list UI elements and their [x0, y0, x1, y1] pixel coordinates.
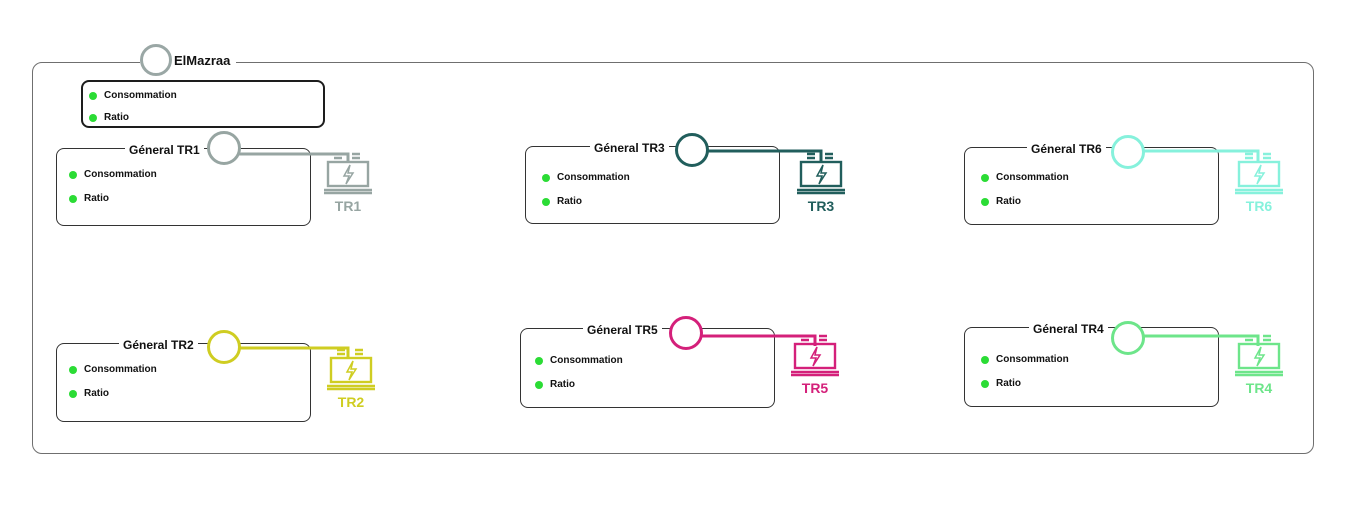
card-item-ratio[interactable]: Ratio — [981, 196, 1021, 207]
transformer-icon[interactable]: TR3 — [795, 148, 847, 228]
card-item-consommation[interactable]: Consommation — [542, 172, 630, 183]
card-item-consommation[interactable]: Consommation — [981, 354, 1069, 365]
status-dot — [981, 379, 989, 388]
card-item-consommation[interactable]: Consommation — [69, 169, 157, 180]
card-item-ratio[interactable]: Ratio — [981, 378, 1021, 389]
node-ring-tr3[interactable] — [675, 133, 709, 167]
status-dot — [69, 365, 77, 374]
status-dot — [535, 380, 543, 389]
card-item-consommation[interactable]: Consommation — [69, 364, 157, 375]
status-dot — [89, 113, 97, 122]
site-frame — [32, 62, 1314, 454]
transformer-icon[interactable]: TR6 — [1233, 148, 1285, 228]
connector-line — [238, 152, 350, 161]
status-dot — [69, 170, 77, 179]
transformer-icon[interactable]: TR4 — [1233, 330, 1285, 410]
card-title: Géneral TR2 — [119, 338, 198, 352]
site-summary-box[interactable]: Consommation Ratio — [81, 80, 325, 128]
card-tr2[interactable]: Géneral TR2 Consommation Ratio — [56, 338, 311, 422]
summary-item-consommation[interactable]: Consommation — [89, 90, 177, 101]
node-ring-tr1[interactable] — [207, 131, 241, 165]
card-item-consommation[interactable]: Consommation — [535, 355, 623, 366]
node-ring-tr6[interactable] — [1111, 135, 1145, 169]
card-item-ratio[interactable]: Ratio — [535, 379, 575, 390]
card-item-ratio[interactable]: Ratio — [69, 193, 109, 204]
card-tr3[interactable]: Géneral TR3 Consommation Ratio — [525, 141, 780, 224]
card-tr6[interactable]: Géneral TR6 Consommation Ratio — [964, 142, 1219, 225]
node-ring-tr5[interactable] — [669, 316, 703, 350]
site-title: ElMazraa — [174, 53, 231, 68]
card-title: Géneral TR4 — [1029, 322, 1108, 336]
status-dot — [981, 355, 989, 364]
node-ring-tr4[interactable] — [1111, 321, 1145, 355]
card-item-consommation[interactable]: Consommation — [981, 172, 1069, 183]
transformer-label: TR6 — [1246, 198, 1273, 214]
connector-line — [706, 149, 823, 161]
transformer-icon[interactable]: TR1 — [322, 148, 374, 228]
transformer-label: TR2 — [338, 394, 365, 410]
status-dot — [981, 197, 989, 206]
status-dot — [89, 91, 97, 100]
card-tr4[interactable]: Géneral TR4 Consommation Ratio — [964, 322, 1219, 407]
card-title: Géneral TR5 — [583, 323, 662, 337]
status-dot — [542, 173, 550, 182]
card-tr1[interactable]: Géneral TR1 Consommation Ratio — [56, 143, 311, 226]
node-ring-tr2[interactable] — [207, 330, 241, 364]
connector-line — [700, 334, 817, 346]
card-item-ratio[interactable]: Ratio — [542, 196, 582, 207]
card-item-ratio[interactable]: Ratio — [69, 388, 109, 399]
summary-item-ratio[interactable]: Ratio — [89, 112, 129, 123]
status-dot — [69, 389, 77, 398]
card-tr5[interactable]: Géneral TR5 Consommation Ratio — [520, 323, 775, 408]
status-dot — [69, 194, 77, 203]
connector-line — [238, 346, 350, 358]
card-title: Géneral TR3 — [590, 141, 669, 155]
site-node-ring[interactable] — [140, 44, 172, 76]
transformer-label: TR4 — [1246, 380, 1273, 396]
connector-line — [1142, 334, 1260, 346]
card-title: Géneral TR1 — [125, 143, 204, 157]
status-dot — [535, 356, 543, 365]
status-dot — [542, 197, 550, 206]
card-title: Géneral TR6 — [1027, 142, 1106, 156]
transformer-label: TR5 — [802, 380, 829, 396]
transformer-label: TR1 — [335, 198, 362, 214]
transformer-label: TR3 — [808, 198, 835, 214]
connector-line — [1140, 149, 1260, 161]
transformer-icon[interactable]: TR2 — [325, 344, 377, 424]
transformer-icon[interactable]: TR5 — [789, 330, 841, 410]
status-dot — [981, 173, 989, 182]
